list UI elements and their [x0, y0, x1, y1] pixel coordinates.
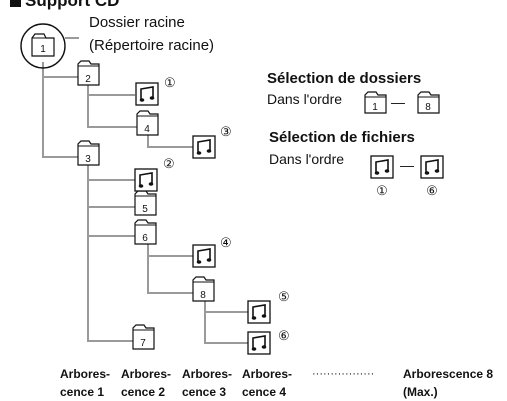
svg-text:8: 8 — [200, 290, 206, 301]
legend-file-from-icon — [370, 155, 394, 179]
svg-text:1: 1 — [372, 102, 378, 113]
legend-folder-to-icon: 8 — [417, 91, 440, 114]
tree-connectors — [42, 37, 248, 344]
heading-text: Support CD — [25, 0, 119, 10]
folder-icon-2: 2 — [77, 60, 100, 86]
file-number-4: ④ — [220, 235, 232, 250]
svg-text:1: 1 — [40, 44, 46, 55]
heading-marker — [10, 0, 21, 7]
svg-text:6: 6 — [142, 233, 148, 244]
svg-text:Arbores-: Arbores- — [60, 367, 110, 381]
svg-text:3: 3 — [85, 154, 91, 165]
file-number-6: ⑥ — [278, 328, 290, 343]
svg-text:4: 4 — [144, 124, 150, 135]
file-number-3: ③ — [220, 124, 232, 139]
file-number-1: ① — [164, 75, 176, 90]
folder-icon-1: 1 — [31, 33, 55, 57]
legend-file-prefix: Dans l'ordre — [269, 151, 344, 167]
svg-text:cence 2: cence 2 — [121, 385, 165, 399]
file-number-2: ② — [163, 156, 175, 171]
svg-text:(Max.): (Max.) — [403, 385, 438, 399]
level-label-4: Arbores- cence 4 — [242, 367, 292, 399]
legend-file-from-number: ① — [376, 183, 388, 198]
svg-text:7: 7 — [140, 338, 146, 349]
legend-file-to-icon — [420, 155, 444, 179]
legend-file-to-number: ⑥ — [426, 183, 438, 198]
svg-text:cence 3: cence 3 — [182, 385, 226, 399]
music-file-icon-6 — [247, 331, 271, 355]
level-dots: ················· — [312, 368, 374, 380]
svg-text:8: 8 — [425, 102, 431, 113]
music-file-icon-2 — [134, 168, 158, 192]
svg-text:Arbores-: Arbores- — [242, 367, 292, 381]
svg-text:2: 2 — [85, 74, 91, 85]
legend-folder-title: Sélection de dossiers — [267, 70, 421, 87]
level-label-max: Arborescence 8 (Max.) — [403, 367, 493, 399]
svg-text:Arborescence 8: Arborescence 8 — [403, 367, 493, 381]
folder-icon-8: 8 — [192, 276, 215, 302]
folder-icon-7: 7 — [132, 324, 155, 350]
legend-folder-from-icon: 1 — [364, 91, 387, 114]
level-label-1: Arbores- cence 1 — [60, 367, 110, 399]
level-label-3: Arbores- cence 3 — [182, 367, 232, 399]
root-circle — [20, 23, 66, 69]
legend-folder-dash: — — [391, 94, 405, 110]
legend-folder-prefix: Dans l'ordre — [267, 91, 342, 107]
svg-text:Arbores-: Arbores- — [121, 367, 171, 381]
svg-text:Arbores-: Arbores- — [182, 367, 232, 381]
level-label-2: Arbores- cence 2 — [121, 367, 171, 399]
folder-icon-5: 5 — [134, 190, 157, 216]
folder-icon-3: 3 — [77, 140, 100, 166]
root-label-line1: Dossier racine — [89, 14, 185, 31]
music-file-icon-3 — [192, 135, 216, 159]
svg-text:cence 1: cence 1 — [60, 385, 104, 399]
folder-icon-4: 4 — [136, 110, 159, 136]
legend-file-title: Sélection de fichiers — [269, 129, 415, 146]
svg-text:cence 4: cence 4 — [242, 385, 286, 399]
svg-text:5: 5 — [142, 204, 148, 215]
music-file-icon-5 — [247, 300, 271, 324]
music-file-icon-1 — [135, 82, 159, 106]
music-file-icon-4 — [192, 244, 216, 268]
folder-icon-6: 6 — [134, 219, 157, 245]
root-label-line2: (Répertoire racine) — [89, 37, 214, 54]
legend-file-dash: — — [400, 157, 414, 173]
file-number-5: ⑤ — [278, 289, 290, 304]
